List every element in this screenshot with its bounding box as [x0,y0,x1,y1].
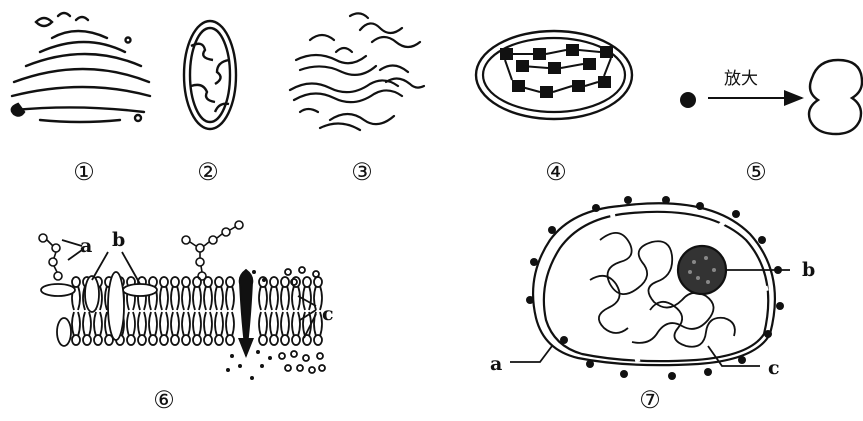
lipid-tail [215,312,223,336]
lipid-head [292,335,300,345]
lipid-head [138,335,146,345]
panel-3-number: ③ [351,158,373,186]
lipid-head [270,277,278,287]
lipid-tail [83,312,91,336]
lipid-tail [292,312,300,336]
chloroplast-drawing [476,31,632,119]
lipid-head [215,277,223,287]
lipid-tail [259,312,267,336]
lipid-head [314,277,322,287]
lipid-tail [149,312,157,336]
lipid-tail [270,312,278,336]
nucleus-label-c: c [768,357,780,379]
membrane-label-c: c [322,303,334,325]
lipid-tail [138,312,146,336]
lipid-head [314,335,322,345]
panel-1-number: ① [73,158,95,186]
lipid-head [270,335,278,345]
lipid-tail [160,312,168,336]
lipid-tail [72,312,80,336]
lipid-tail [204,286,212,310]
lipid-head [160,277,168,287]
lipid-tail [182,312,190,336]
lipid-tail [303,286,311,310]
lipid-head [182,335,190,345]
lipid-head [226,335,234,345]
lipid-tail [292,286,300,310]
golgi-drawing [12,13,150,122]
panel-5-number: ⑤ [745,158,767,186]
lipid-head [160,335,168,345]
lipid-head [303,277,311,287]
membrane-label-a: a [80,235,92,257]
lipid-tail [94,312,102,336]
lipid-tail [127,312,135,336]
lipid-head [171,335,179,345]
panel-4-number: ④ [545,158,567,186]
lipid-tail [226,286,234,310]
lipid-tail [193,312,201,336]
lipid-tail [160,286,168,310]
lipid-head [226,277,234,287]
lipid-tail [281,286,289,310]
lipid-tail [270,286,278,310]
lipid-tail [259,286,267,310]
er-drawing [290,13,424,130]
lipid-tail [281,312,289,336]
nucleus-label-b: b [802,259,815,281]
nucleus-drawing [510,196,790,380]
lipid-head [94,335,102,345]
lipid-head [72,335,80,345]
lipid-head [215,335,223,345]
lipid-tail [171,286,179,310]
lipid-tail [215,286,223,310]
lipid-head [127,335,135,345]
lipid-head [193,335,201,345]
membrane-label-b: b [112,229,125,251]
lipid-head [149,335,157,345]
panel-7-number: ⑦ [639,386,661,414]
lipid-tail [171,312,179,336]
mitochondrion-drawing [184,21,236,129]
lipid-tail [204,312,212,336]
lipid-head [204,335,212,345]
centrosome-drawing: 放大 [680,60,862,134]
magnify-arrow-label: 放大 [724,69,758,89]
lipid-head [281,335,289,345]
lipid-head [171,277,179,287]
lipid-tail [182,286,190,310]
lipid-tail [193,286,201,310]
panel-2-number: ② [197,158,219,186]
lipid-head [281,277,289,287]
lipid-head [83,335,91,345]
lipid-head [259,335,267,345]
lipid-head [72,277,80,287]
lipid-tail [226,312,234,336]
lipid-head [182,277,190,287]
nucleus-label-a: a [490,353,502,375]
panel-6-number: ⑥ [153,386,175,414]
